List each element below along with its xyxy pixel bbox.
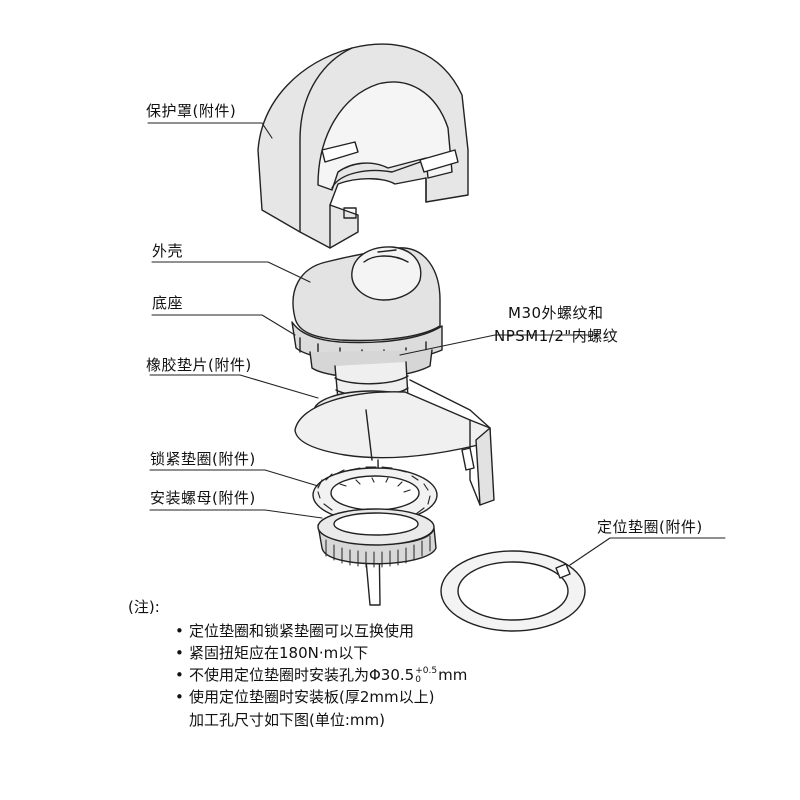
label-positioning-ring: 定位垫圈(附件) xyxy=(597,518,703,536)
positioning-ring-part xyxy=(440,550,586,632)
label-mounting-nut: 安装螺母(附件) xyxy=(150,489,256,507)
label-base: 底座 xyxy=(152,294,184,312)
note-continuation: 加工孔尺寸如下图(单位:mm) xyxy=(189,711,385,729)
bullet: • xyxy=(175,644,184,662)
label-lock-washer: 锁紧垫圈(附件) xyxy=(150,450,256,468)
label-thread-line2: NPSM1/2"内螺纹 xyxy=(494,327,619,345)
label-protective-cover: 保护罩(附件) xyxy=(146,102,237,120)
note-item-1: • 定位垫圈和锁紧垫圈可以互换使用 xyxy=(175,620,414,641)
unit: mm xyxy=(438,666,468,684)
leader-lines xyxy=(147,122,726,566)
note-item-4: • 使用定位垫圈时安装板(厚2mm以上) xyxy=(175,686,434,707)
label-housing: 外壳 xyxy=(152,242,184,260)
lock-washer-part xyxy=(312,466,438,523)
bullet: • xyxy=(175,622,184,640)
note-text: 紧固扭矩应在180N·m以下 xyxy=(189,644,369,662)
housing-part xyxy=(292,246,441,342)
tolerance-lower: 0 xyxy=(415,674,421,685)
bullet: • xyxy=(175,666,184,684)
mounting-nut-part xyxy=(317,508,437,568)
note-text: 定位垫圈和锁紧垫圈可以互换使用 xyxy=(189,622,415,640)
tolerance-upper: +0.5 xyxy=(415,665,438,676)
protective-cover-part xyxy=(257,43,469,249)
label-thread-line1: M30外螺纹和 xyxy=(508,304,604,322)
note-text: 不使用定位垫圈时安装孔为Φ30.5 xyxy=(189,666,415,684)
notes-header: (注): xyxy=(128,598,160,616)
note-text: 使用定位垫圈时安装板(厚2mm以上) xyxy=(189,688,435,706)
bullet: • xyxy=(175,688,184,706)
note-item-2: • 紧固扭矩应在180N·m以下 xyxy=(175,642,368,663)
label-rubber-gasket: 橡胶垫片(附件) xyxy=(146,356,252,374)
mounting-bracket-part xyxy=(294,379,495,506)
